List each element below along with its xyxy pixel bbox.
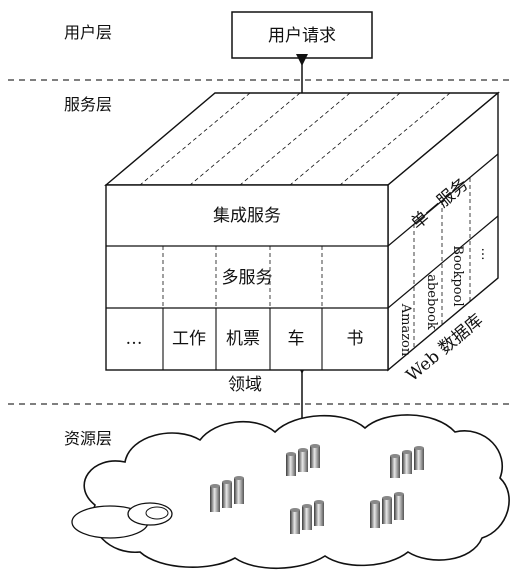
domain-cell-4: 书 [347, 329, 364, 349]
cube-front-face [105, 184, 389, 371]
database-group-1 [210, 476, 244, 512]
domain-cell-2: 机票 [226, 329, 260, 349]
source-ellipsis: … [478, 248, 493, 261]
label-user-layer: 用户层 [64, 23, 112, 42]
source-abebook: abebook [424, 274, 439, 330]
side-divider-2 [387, 215, 499, 309]
source-bookpool: Bookpool [450, 245, 465, 306]
source-amazon: Amazon [398, 303, 413, 357]
database-group-4 [290, 500, 324, 534]
integrated-service-label: 集成服务 [213, 206, 281, 226]
user-request-box [231, 11, 373, 59]
database-group-5 [370, 492, 404, 528]
database-group-3 [390, 446, 424, 478]
multi-service-label: 多服务 [222, 268, 273, 288]
side-divider-1 [387, 153, 499, 247]
label-resource-layer: 资源层 [64, 429, 112, 448]
database-group-2 [286, 444, 320, 476]
label-service-layer: 服务层 [64, 95, 112, 114]
resource-cloud [83, 414, 510, 570]
cloud-bubble-inner [145, 506, 169, 520]
domain-cell-1: 工作 [172, 329, 206, 349]
domain-cell-0: … [126, 329, 143, 349]
service-cube [104, 91, 500, 372]
domain-label: 领域 [228, 375, 262, 395]
user-request-label: 用户请求 [268, 26, 336, 46]
domain-cell-3: 车 [288, 329, 305, 349]
